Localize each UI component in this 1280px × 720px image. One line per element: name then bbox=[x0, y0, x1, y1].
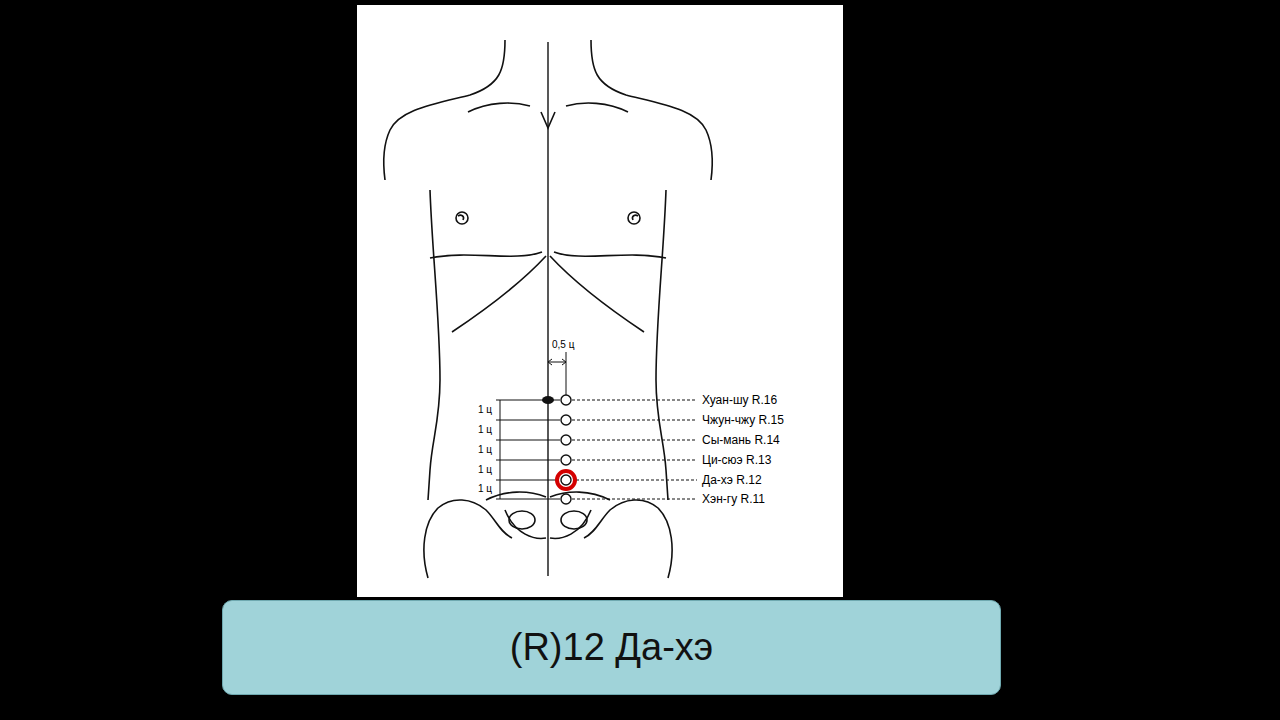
dimension-line bbox=[500, 400, 501, 499]
dimension-tick bbox=[496, 420, 560, 421]
nipple bbox=[628, 212, 640, 224]
dimension-line bbox=[548, 362, 566, 363]
obturator bbox=[561, 511, 587, 529]
point-label: Хэн-гу R.11 bbox=[702, 493, 765, 505]
torso-side bbox=[428, 190, 440, 500]
acupoint bbox=[561, 455, 571, 465]
caption-band: (R)12 Да-хэ bbox=[222, 600, 1001, 695]
shoulder-line bbox=[384, 40, 505, 180]
shoulder-line bbox=[591, 40, 712, 180]
point-label: Хуан-шу R.16 bbox=[702, 394, 777, 406]
white-panel bbox=[357, 5, 843, 597]
highlight-ring bbox=[557, 471, 575, 489]
midline bbox=[547, 42, 548, 576]
point-label: Ци-сюэ R.13 bbox=[702, 454, 771, 466]
body-right bbox=[550, 40, 712, 578]
leader-line bbox=[572, 499, 697, 500]
chest-line bbox=[430, 252, 542, 258]
dimension-label: 1 ц bbox=[478, 465, 492, 475]
navel-point bbox=[542, 396, 554, 404]
point-label: Сы-мань R.14 bbox=[702, 434, 780, 446]
chest-line bbox=[554, 252, 666, 258]
leader-line bbox=[572, 440, 697, 441]
leader-line bbox=[576, 480, 697, 481]
pubic-ramus bbox=[550, 510, 591, 538]
ilium bbox=[584, 500, 672, 578]
leader-line bbox=[572, 420, 697, 421]
dimension-arrows bbox=[548, 359, 566, 365]
dimension-label: 1 ц bbox=[478, 405, 492, 415]
dimension-label: 1 ц bbox=[478, 425, 492, 435]
acupoint bbox=[561, 415, 571, 425]
dimension-label: 1 ц bbox=[478, 445, 492, 455]
leader-line bbox=[572, 400, 697, 401]
dimension-tick bbox=[496, 440, 560, 441]
body-left bbox=[384, 40, 546, 578]
dimension-label: 1 ц bbox=[478, 484, 492, 494]
acupoint bbox=[561, 395, 571, 405]
obturator bbox=[509, 511, 535, 529]
rib-arc bbox=[452, 256, 546, 332]
nipple-mark bbox=[458, 215, 464, 220]
ilium bbox=[424, 500, 512, 578]
leader-lines bbox=[572, 400, 697, 499]
point-label: Да-хэ R.12 bbox=[702, 474, 762, 486]
nipple bbox=[456, 212, 468, 224]
pubic-ramus bbox=[505, 510, 546, 538]
dimension-line bbox=[566, 352, 567, 396]
acupoint bbox=[561, 435, 571, 445]
dimension-label: 0,5 ц bbox=[552, 340, 574, 350]
leader-line bbox=[572, 460, 697, 461]
dimension-tick bbox=[496, 480, 556, 481]
nipple-mark bbox=[632, 215, 638, 220]
dimension-tick bbox=[496, 460, 560, 461]
dimension-tick bbox=[496, 499, 560, 500]
rib-arc bbox=[550, 256, 644, 332]
acupoint bbox=[561, 475, 571, 485]
cun-brackets bbox=[496, 400, 560, 499]
midline-arrow bbox=[541, 112, 555, 128]
clavicle bbox=[468, 103, 530, 112]
clavicle bbox=[566, 103, 628, 112]
point-label: Чжун-чжу R.15 bbox=[702, 414, 784, 426]
acupoint bbox=[561, 494, 571, 504]
caption-text: (R)12 Да-хэ bbox=[510, 626, 714, 669]
torso-side bbox=[656, 190, 668, 500]
